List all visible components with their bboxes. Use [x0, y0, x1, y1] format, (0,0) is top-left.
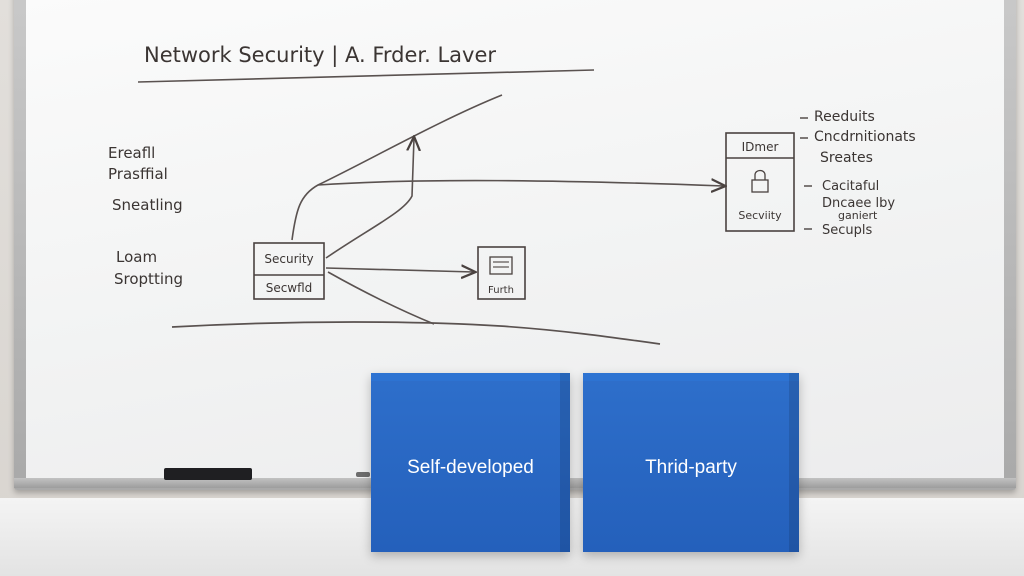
left-note: Sneatling: [112, 196, 183, 214]
lock-icon: [751, 179, 769, 193]
diagram-arrow: [325, 268, 474, 272]
idmer-box-bottom-label: Secviity: [738, 209, 782, 222]
diagram-line: [291, 94, 503, 241]
box-top-edge: [583, 373, 799, 381]
diagram-arrow: [317, 181, 724, 186]
small-box-label: Furth: [488, 285, 514, 296]
right-note: Cncdrnitionats: [814, 129, 916, 145]
baseline-line: [171, 321, 661, 345]
security-box-top-label: Security: [264, 252, 313, 266]
box-third-party: Thrid-party: [583, 373, 799, 552]
diagram-arrow: [325, 138, 414, 259]
right-note: Secupls: [822, 223, 873, 238]
right-note: ganiert: [838, 209, 878, 222]
right-note: Dncaee lby: [822, 196, 895, 211]
lock-icon-shackle: [754, 169, 766, 180]
title-underline: [137, 69, 595, 83]
security-box: [253, 242, 325, 300]
box-self-developed: Self-developed: [371, 373, 570, 552]
board-title: Network Security | A. Frder. Laver: [144, 43, 496, 68]
left-note: Prasffial: [108, 165, 168, 183]
marker: [356, 472, 370, 477]
box-side-shadow: [789, 373, 799, 552]
left-note: Loam: [116, 248, 157, 266]
diagram-line: [327, 271, 435, 325]
idmer-box: [725, 132, 795, 232]
box-label: Self-developed: [407, 457, 534, 478]
left-note: Sroptting: [114, 270, 183, 288]
document-icon: [489, 256, 513, 275]
security-box-bottom-label: Secwfld: [266, 281, 313, 295]
right-note: Reeduits: [814, 109, 875, 125]
right-note: Cacitaful: [822, 179, 879, 194]
box-side-shadow: [560, 373, 570, 552]
idmer-box-top-label: IDmer: [742, 140, 779, 154]
small-box: [477, 246, 526, 300]
right-note: Sreates: [820, 150, 873, 166]
left-note: Ereafll: [108, 144, 155, 162]
eraser: [164, 468, 252, 480]
box-label: Thrid-party: [645, 457, 737, 478]
box-top-edge: [371, 373, 570, 381]
